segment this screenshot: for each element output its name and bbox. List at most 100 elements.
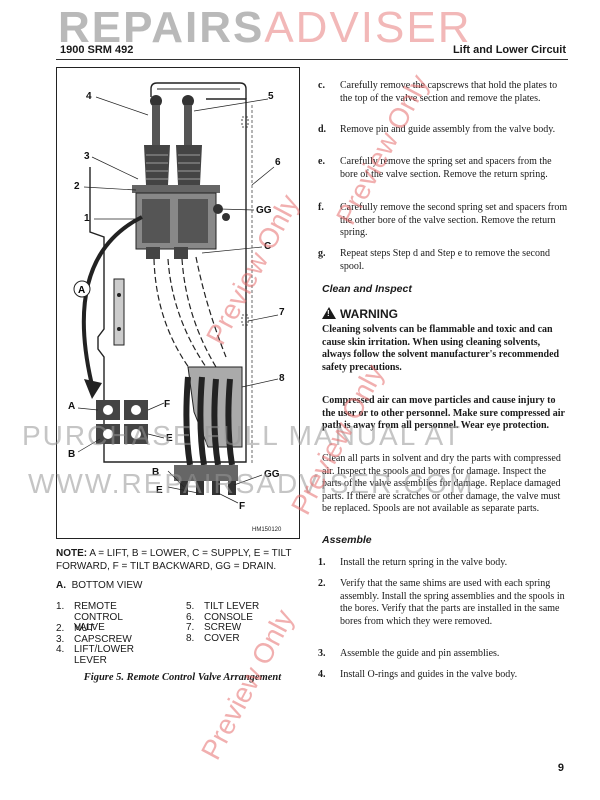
step-text: Repeat steps Step d and Step e to remove…: [340, 248, 550, 272]
callout-a-left: A: [68, 401, 75, 412]
callout-1: 1: [84, 213, 90, 224]
callout-c: C: [264, 241, 271, 252]
step-text: Verify that the same shims are used with…: [340, 578, 565, 627]
legend-num: 1.: [56, 601, 65, 612]
step-letter: g.: [318, 248, 326, 259]
step-text: Remove pin and guide assembly from the v…: [340, 124, 556, 135]
legend-text: LEVER: [74, 654, 107, 666]
legend-text: CAPSCREW: [74, 633, 132, 645]
assemble-step-4: 4. Install O-rings and guides in the valv…: [318, 669, 568, 682]
step-number: 2.: [318, 578, 326, 589]
figure-remote-control-valve: 4 5 3 2 1 6 GG C 7 8 A B F E B E F GG A …: [56, 67, 300, 539]
note-label: NOTE:: [56, 548, 88, 559]
legend-item: 6. CONSOLE: [186, 611, 296, 624]
top-plate: [132, 185, 220, 193]
figure-caption: Figure 5. Remote Control Valve Arrangeme…: [83, 672, 282, 683]
legend-text: SCREW: [204, 622, 242, 633]
step-text: Install the return spring in the valve b…: [340, 557, 508, 568]
legend-num: 4.: [56, 644, 65, 655]
step-text: Carefully remove the spring set and spac…: [340, 156, 552, 180]
figure-drawing: 4 5 3 2 1 6 GG C 7 8 A B F E B E F GG A …: [56, 67, 300, 539]
callout-2: 2: [74, 181, 80, 192]
step-letter: f.: [318, 202, 324, 213]
legend-right: 5. TILT LEVER 6. CONSOLE 7. SCREW 8. COVER: [186, 601, 296, 645]
legend-text: TILT LEVER: [204, 601, 260, 612]
lift-lower-lever-knob: [150, 95, 162, 107]
warning-title: !WARNING: [322, 307, 398, 321]
view-a-circle: [73, 280, 91, 298]
callout-6: 6: [275, 157, 281, 168]
view-a-label: A. BOTTOM VIEW: [56, 580, 143, 591]
legend-num: 5.: [186, 601, 195, 612]
legend-text: CONSOLE: [204, 611, 253, 623]
callout-8: 8: [279, 373, 285, 384]
legend-num: 2.: [56, 623, 65, 634]
legend-text: CONTROL VALVE: [74, 611, 123, 633]
callout-7: 7: [279, 307, 285, 318]
assemble-step-3: 3. Assemble the guide and pin assemblies.: [318, 648, 568, 661]
step-e: e. Carefully remove the spring set and sp…: [318, 156, 568, 181]
figure-frame: [56, 67, 300, 539]
legend-num: 8.: [186, 632, 195, 644]
watermark-purchase: PURCHASE FULL MANUAL AT: [22, 420, 463, 451]
step-letter: e.: [318, 156, 325, 167]
logo-part-1: REPAIRS: [58, 3, 265, 52]
legend-num: 3.: [56, 633, 65, 645]
view-letter: A.: [56, 580, 66, 591]
warning-icon: !: [322, 307, 336, 319]
callout-3: 3: [84, 151, 90, 162]
legend-text: LIFT/LOWER: [74, 644, 135, 655]
watermark-logo: REPAIRSADVISER: [58, 6, 472, 50]
step-c: c. Carefully remove the capscrews that ho…: [318, 80, 568, 105]
note-text: A = LIFT, B = LOWER, C = SUPPLY, E = TIL…: [56, 548, 292, 572]
callout-e-right: E: [166, 433, 173, 444]
callout-e-bottom: E: [156, 485, 163, 496]
step-d: d. Remove pin and guide assembly from the…: [318, 124, 568, 137]
step-letter: c.: [318, 80, 325, 91]
step-text: Carefully remove the capscrews that hold…: [340, 80, 558, 104]
legend-text: NUT: [74, 623, 95, 634]
legend-item: 5. TILT LEVER: [186, 601, 296, 613]
legend-num: 7.: [186, 622, 195, 633]
console-outline: [89, 98, 247, 463]
step-text: Install O-rings and guides in the valve …: [340, 669, 518, 680]
legend-text: COVER: [204, 632, 240, 644]
assemble-step-2: 2. Verify that the same shims are used wi…: [318, 578, 568, 628]
step-text: Carefully remove the second spring set a…: [340, 202, 568, 239]
callout-f-right: F: [164, 399, 170, 410]
assemble-heading: Assemble: [322, 534, 372, 546]
callout-gg-top: GG: [256, 205, 272, 216]
figure-note: NOTE: A = LIFT, B = LOWER, C = SUPPLY, E…: [56, 548, 306, 573]
step-text: Assemble the guide and pin assemblies.: [340, 648, 500, 659]
warning-paragraph-2: Compressed air can move particles and ca…: [322, 395, 565, 432]
callout-f-bottom: F: [239, 501, 245, 512]
clean-inspect-heading: Clean and Inspect: [322, 283, 412, 295]
clean-paragraph: Clean all parts in solvent and dry the p…: [322, 453, 561, 515]
header-rule: [56, 59, 568, 60]
legend-item: 7. SCREW: [186, 622, 296, 634]
callout-4: 4: [86, 91, 92, 102]
manual-code: 1900 SRM 492: [60, 44, 134, 56]
view-text: BOTTOM VIEW: [71, 580, 143, 591]
step-letter: d.: [318, 124, 327, 135]
legend-item: 8. COVER: [186, 632, 296, 645]
step-number: 1.: [318, 557, 326, 568]
drawing-id: HM150120: [252, 527, 282, 533]
section-title: Lift and Lower Circuit: [452, 44, 566, 56]
callout-b-left: B: [68, 449, 75, 460]
callout-5: 5: [268, 91, 274, 102]
step-number: 3.: [318, 648, 326, 659]
logo-part-2: ADVISER: [264, 3, 472, 52]
callout-gg-bottom: GG: [264, 469, 280, 480]
step-g: g. Repeat steps Step d and Step e to remo…: [318, 248, 568, 273]
watermark-url: WWW.REPAIRSADVISER.COM: [28, 468, 475, 499]
step-number: 4.: [318, 669, 326, 680]
callout-a-circle: A: [78, 285, 85, 296]
tilt-lever-knob: [182, 95, 194, 107]
assemble-step-1: 1. Install the return spring in the valve…: [318, 557, 568, 570]
callout-b-bottom: B: [152, 467, 159, 478]
warning-paragraph-1: Cleaning solvents can be flammable and t…: [322, 324, 560, 373]
legend-num: 6.: [186, 611, 195, 623]
legend-text: REMOTE: [74, 601, 117, 612]
page-number: 9: [557, 762, 564, 774]
